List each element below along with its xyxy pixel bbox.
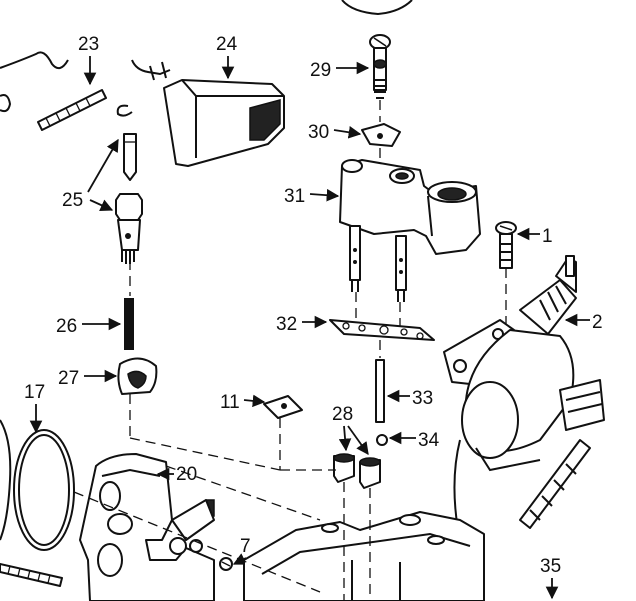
callout-23-label: 23 [78,34,99,55]
callout-1: 1 [516,226,553,247]
callout-24: 24 [216,34,238,80]
part-25-needle-and-seat [115,104,143,264]
part-2-solenoid [443,255,605,531]
callout-28: 28 [332,404,369,456]
callout-28-label: 28 [332,404,353,425]
part-26-spring [124,298,134,350]
callout-25-label: 25 [62,190,83,211]
callout-20: 20 [156,464,197,485]
wire-fragment-left [0,51,69,113]
callout-11-label: 11 [220,392,240,413]
part-29-screw [369,34,391,99]
part-31-cluster [339,159,481,302]
part-17-gasket [0,419,75,551]
callout-34: 34 [388,430,440,451]
callout-30: 30 [308,122,362,143]
callout-27: 27 [58,368,118,389]
callout-32: 32 [276,314,328,335]
assembly-lines [73,100,507,601]
callout-2: 2 [564,312,603,333]
callout-2-label: 2 [592,312,603,333]
threaded-rod [0,563,63,587]
part-35-housing [243,511,485,601]
callout-29-label: 29 [310,60,331,81]
part-34-ball [376,434,388,446]
callout-11: 11 [220,392,266,413]
callout-35: 35 [540,556,561,600]
callout-29: 29 [310,60,370,81]
callout-23: 23 [78,34,99,86]
callout-33: 33 [386,388,433,409]
part-30-gasket [361,123,401,147]
part-20-body [79,453,215,601]
callout-35-label: 35 [540,556,561,577]
part-33-tube [375,359,385,423]
callout-30-label: 30 [308,122,329,143]
part-1-screw [495,221,517,269]
callout-1-label: 1 [542,226,553,247]
callout-20-label: 20 [176,464,197,485]
part-32-gasket [329,319,435,341]
callout-25: 25 [62,138,119,212]
callout-31-label: 31 [284,186,305,207]
callout-33-label: 33 [412,388,433,409]
part-23-pin [37,89,107,131]
callout-17: 17 [24,382,45,434]
callout-34-label: 34 [418,430,440,451]
callout-26-label: 26 [56,316,77,337]
part-24-float [131,59,285,167]
callout-31: 31 [284,186,340,207]
callout-24-label: 24 [216,34,238,55]
part-28-jets [333,453,381,489]
part-27-clip [117,357,158,395]
callout-32-label: 32 [276,314,297,335]
part-7-screw [219,557,233,571]
callout-27-label: 27 [58,368,79,389]
callout-26: 26 [56,316,122,337]
callout-17-label: 17 [24,382,45,403]
top-edge-fragment [341,0,413,16]
callout-7-label: 7 [240,536,251,557]
part-11-tab [263,395,303,419]
